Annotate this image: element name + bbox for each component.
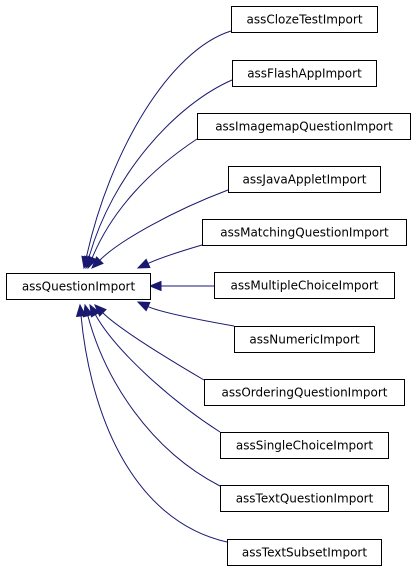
node-base[interactable]: assQuestionImport <box>6 273 151 300</box>
node-derived-label: assImagemapQuestionImport <box>215 120 393 134</box>
node-derived-label: assMatchingQuestionImport <box>220 226 389 240</box>
node-derived-box <box>220 432 389 459</box>
node-derived-box <box>231 6 378 33</box>
node-derived[interactable]: assNumericImport <box>234 326 375 353</box>
node-derived-box <box>234 326 375 353</box>
inheritance-edge <box>94 314 221 433</box>
node-derived-label: assSingleChoiceImport <box>236 439 374 453</box>
node-derived[interactable]: assImagemapQuestionImport <box>197 113 411 140</box>
inheritance-arrowhead <box>82 303 94 318</box>
nodes: assQuestionImport assClozeTestImport ass… <box>6 6 411 566</box>
node-derived-label: assMultipleChoiceImport <box>231 279 379 293</box>
node-derived[interactable]: assMultipleChoiceImport <box>214 272 395 299</box>
node-derived-box <box>204 379 405 406</box>
node-base-label: assQuestionImport <box>22 280 136 294</box>
node-derived-box <box>197 113 411 140</box>
inheritance-arrowhead <box>148 280 162 292</box>
node-derived-label: assTextQuestionImport <box>236 492 374 506</box>
node-derived-box <box>214 272 395 299</box>
inheritance-edge <box>147 306 235 327</box>
node-base-box <box>6 273 151 300</box>
inheritance-edge <box>102 312 205 381</box>
inheritance-edge <box>91 138 198 259</box>
inheritance-edge <box>85 30 232 258</box>
inheritance-edge <box>88 79 233 258</box>
node-derived-label: assJavaAppletImport <box>243 173 367 187</box>
inheritance-arrowhead <box>87 255 98 270</box>
inheritance-edge <box>80 315 228 543</box>
inheritance-arrowhead <box>136 301 151 312</box>
inheritance-edge <box>147 244 203 264</box>
node-derived-label: assFlashAppImport <box>247 67 362 81</box>
node-derived-label: assNumericImport <box>249 333 359 347</box>
node-derived[interactable]: assFlashAppImport <box>232 60 377 87</box>
inheritance-edge <box>87 315 221 487</box>
node-derived[interactable]: assSingleChoiceImport <box>220 432 389 459</box>
node-derived[interactable]: assJavaAppletImport <box>228 166 381 193</box>
node-derived[interactable]: assClozeTestImport <box>231 6 378 33</box>
node-derived-label: assClozeTestImport <box>246 13 362 27</box>
node-derived-box <box>228 166 381 193</box>
node-derived-box <box>220 485 389 512</box>
node-derived-label: assTextSubsetImport <box>242 546 367 560</box>
node-derived[interactable]: assOrderingQuestionImport <box>204 379 405 406</box>
inheritance-edge <box>99 189 229 261</box>
inheritance-arrowhead <box>75 303 87 317</box>
node-derived-label: assOrderingQuestionImport <box>221 386 387 400</box>
node-derived-box <box>202 219 407 246</box>
inheritance-arrowhead <box>136 258 151 269</box>
inheritance-arrowhead <box>91 256 104 269</box>
node-derived[interactable]: assMatchingQuestionImport <box>202 219 407 246</box>
node-derived-box <box>227 539 382 566</box>
node-derived[interactable]: assTextSubsetImport <box>227 539 382 566</box>
edges <box>75 30 235 543</box>
node-derived-box <box>232 60 377 87</box>
node-derived[interactable]: assTextQuestionImport <box>220 485 389 512</box>
